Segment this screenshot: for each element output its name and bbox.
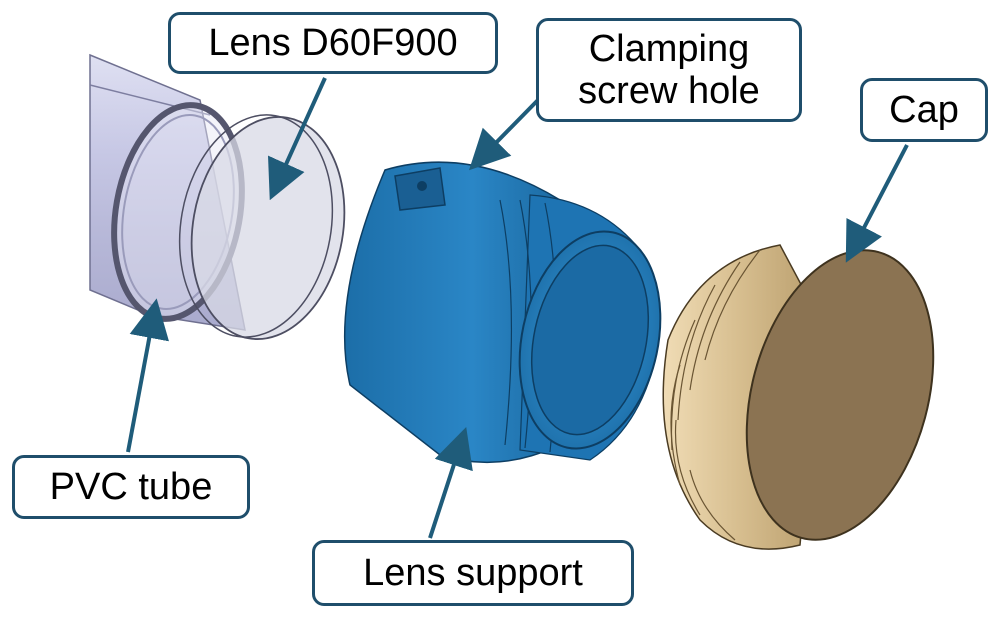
callout-cap-text: Cap xyxy=(889,89,959,131)
callout-lens-support: Lens support xyxy=(312,540,634,606)
callout-screw-line1: Clamping xyxy=(588,28,750,70)
lens-support xyxy=(343,161,662,464)
callout-lens-text: Lens D60F900 xyxy=(208,22,458,64)
callout-cap: Cap xyxy=(860,78,988,142)
arrow-lens xyxy=(268,77,327,201)
callout-pvc-text: PVC tube xyxy=(49,466,213,508)
lens xyxy=(178,114,346,340)
arrow-lens-support xyxy=(428,426,473,539)
cap xyxy=(662,244,935,550)
callout-arrows xyxy=(126,77,909,539)
callout-lens: Lens D60F900 xyxy=(168,12,498,74)
callout-clamping-screw-hole: Clamping screw hole xyxy=(536,18,802,122)
callout-screw-line2: screw hole xyxy=(578,70,760,112)
callout-support-text: Lens support xyxy=(363,552,583,594)
callout-pvc-tube: PVC tube xyxy=(12,455,250,519)
arrow-cap xyxy=(845,144,909,263)
arrow-pvc-tube xyxy=(126,298,169,453)
arrow-screw-hole xyxy=(468,98,540,171)
